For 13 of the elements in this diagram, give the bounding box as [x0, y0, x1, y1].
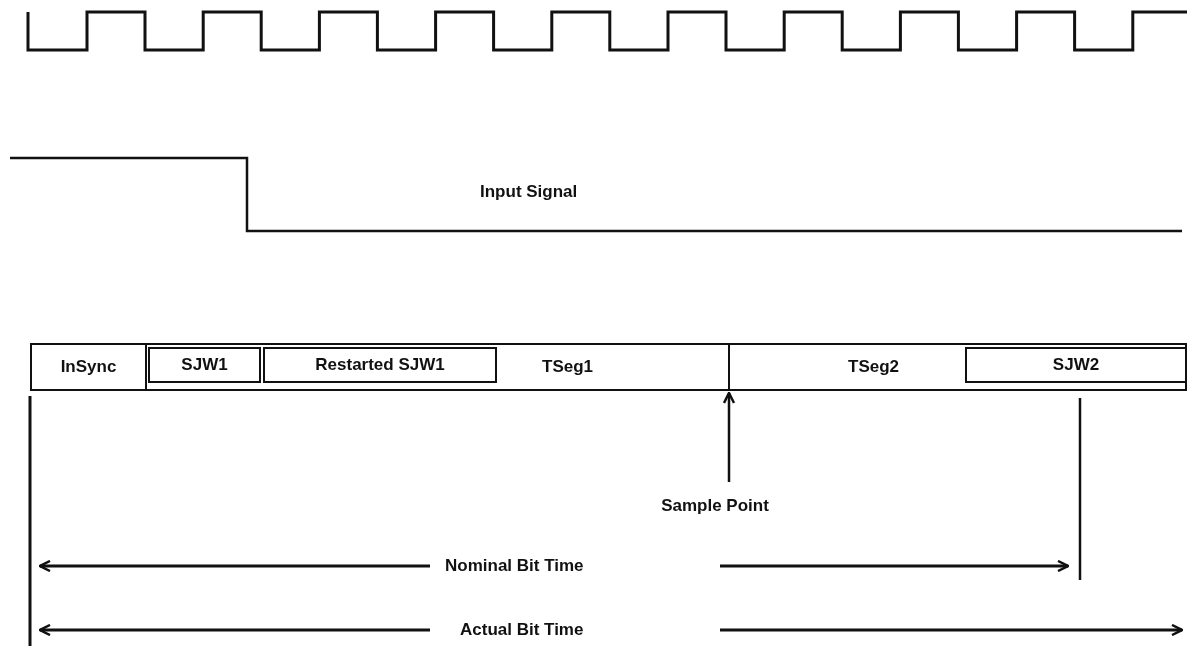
segment-box: SJW1: [148, 347, 261, 383]
segment-box: Restarted SJW1: [263, 347, 497, 383]
dimension-label: Actual Bit Time: [460, 620, 584, 640]
segment-box: InSync: [30, 343, 147, 391]
segment-label: TSeg2: [848, 357, 900, 377]
leader-arrow: [722, 391, 736, 482]
dimension-label: Nominal Bit Time: [445, 556, 584, 576]
signal-label: Input Signal: [480, 182, 578, 202]
segment-box: [728, 343, 1187, 391]
segment-box: [145, 343, 730, 391]
segment-label: TSeg1: [542, 357, 594, 377]
callout-text: Sample Point: [640, 496, 790, 520]
segment-box: SJW2: [965, 347, 1187, 383]
